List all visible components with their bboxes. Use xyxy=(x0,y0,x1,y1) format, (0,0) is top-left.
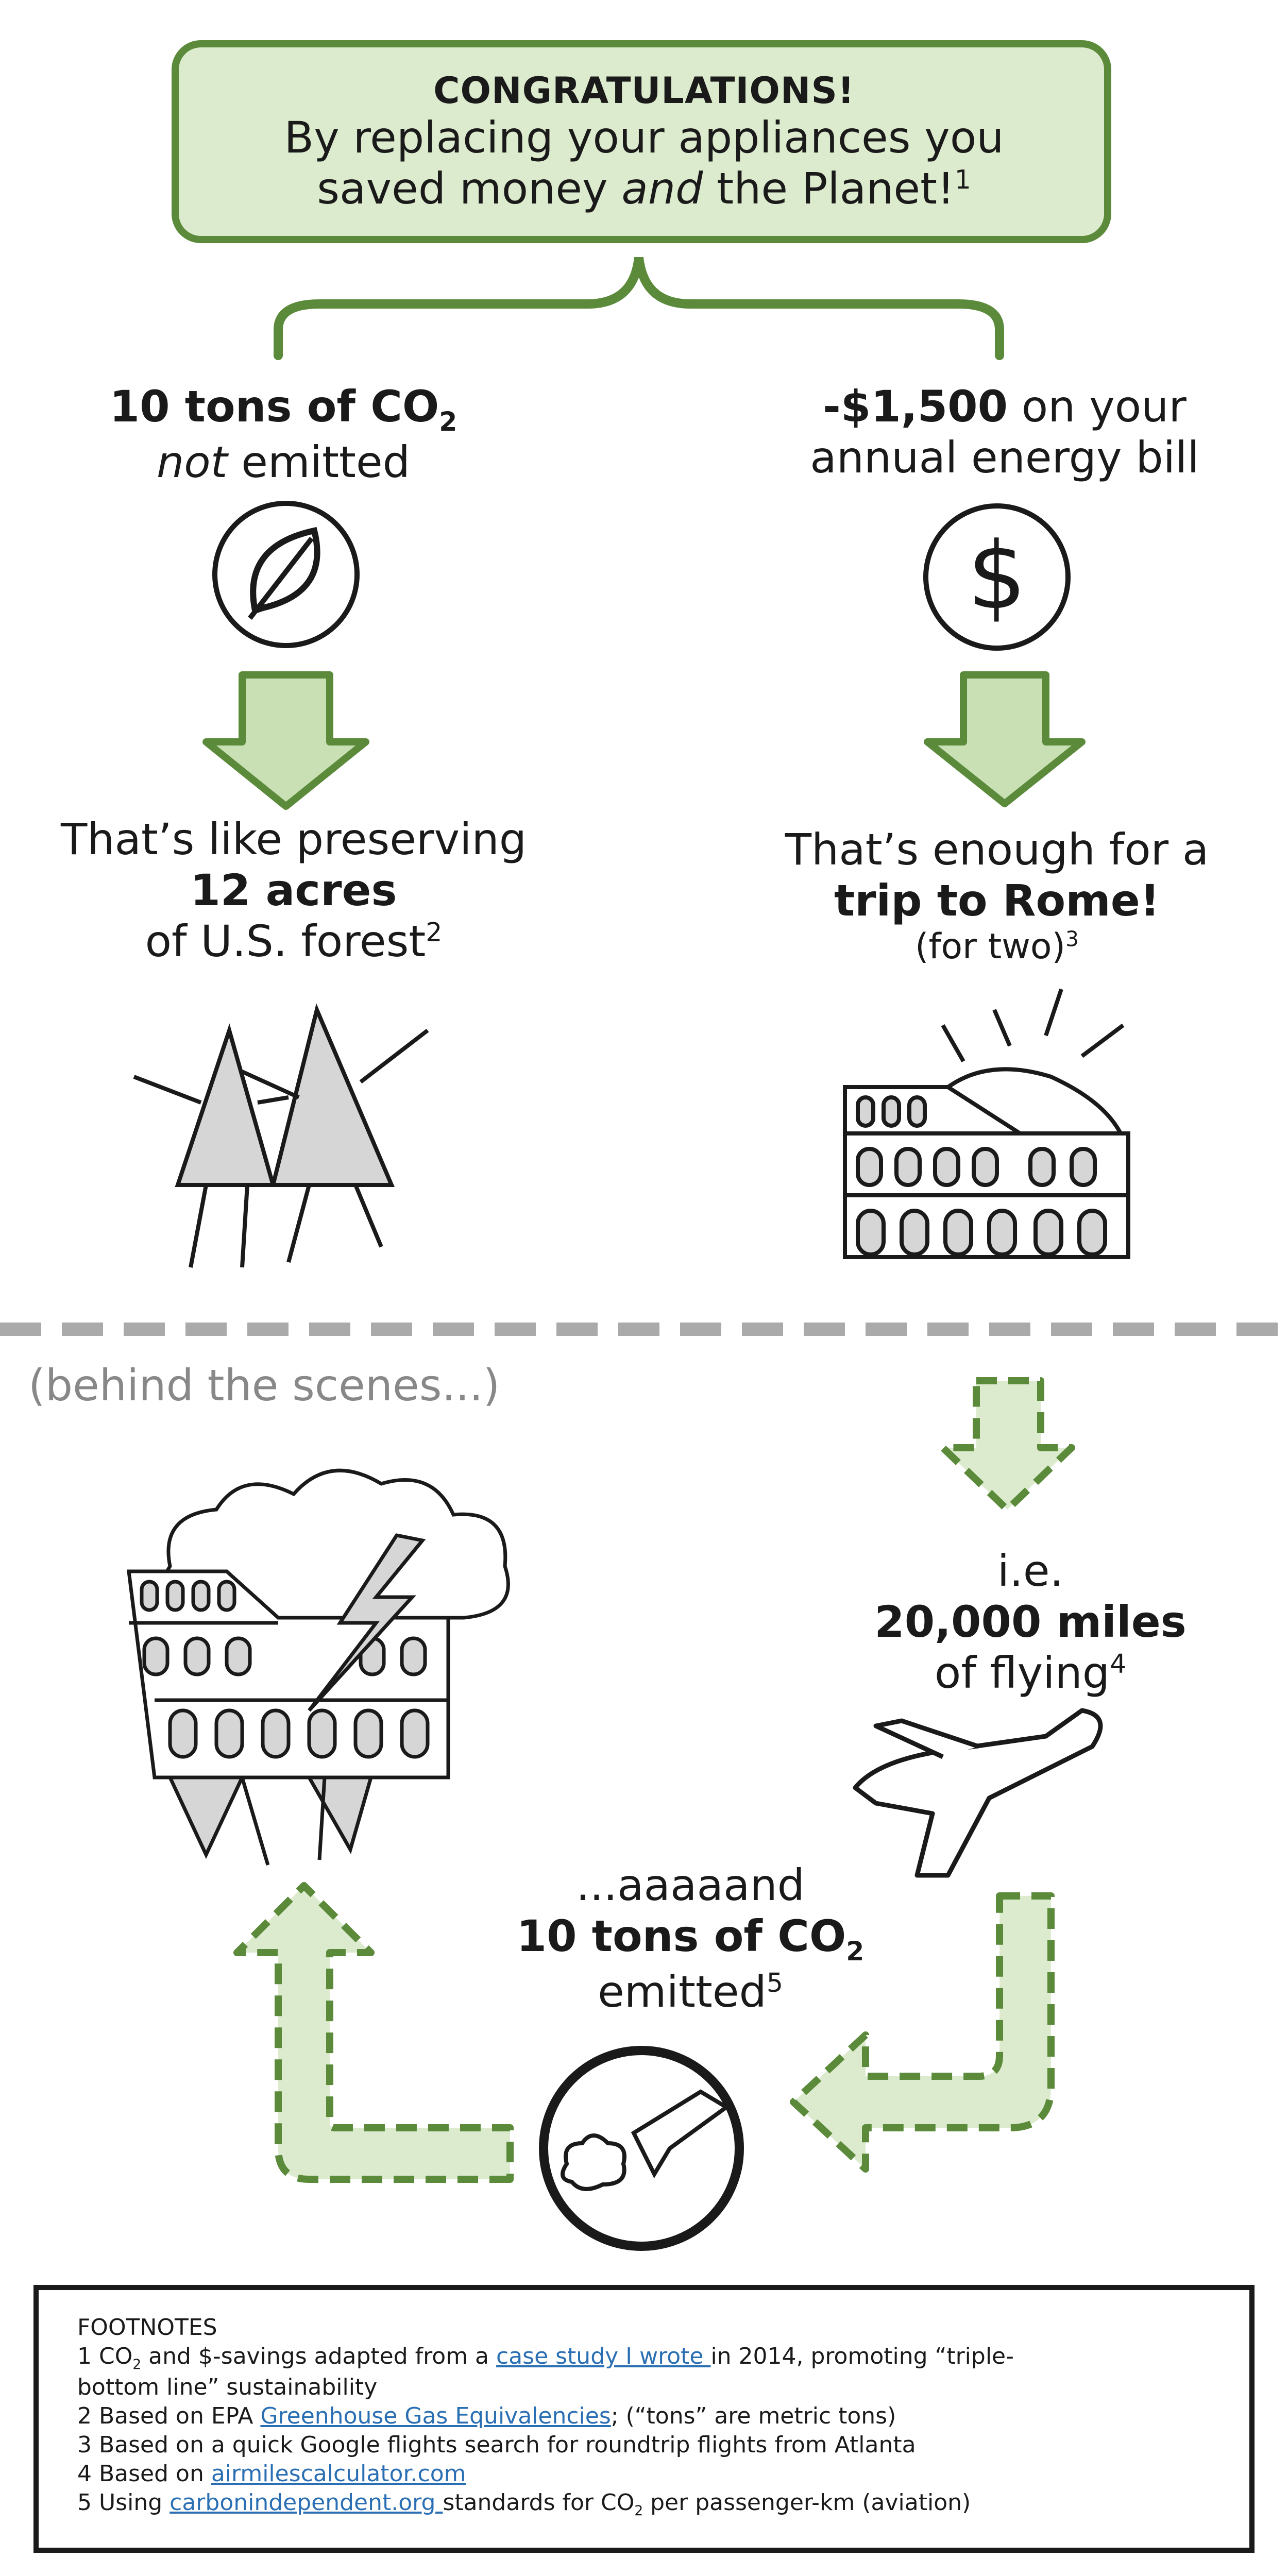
co2-emitted-word: emitted xyxy=(227,437,410,488)
footnote-ref-1: 1 xyxy=(954,164,971,195)
emit-emitted: emitted xyxy=(598,1967,767,2018)
rome-trip: trip to Rome! xyxy=(834,875,1160,926)
fn1-b: and $-savings adapted from a xyxy=(141,2343,496,2369)
footnote-2: 2 Based on EPA Greenhouse Gas Equivalenc… xyxy=(77,2402,1185,2431)
footnotes-box xyxy=(33,2285,1255,2553)
footnotes-heading: FOOTNOTES xyxy=(77,2314,217,2341)
flying-miles: 20,000 miles xyxy=(874,1597,1187,1648)
forest-effect: That’s like preserving 12 acres of U.S. … xyxy=(21,814,567,967)
emit-amount: 10 tons of CO xyxy=(516,1911,846,1962)
footnote-ref-3: 3 xyxy=(1065,926,1079,952)
fn5-b: standards for CO xyxy=(443,2489,635,2516)
congrats-line2-c: the Planet! xyxy=(703,163,955,214)
arrow-down-left xyxy=(202,671,369,810)
rome-line1: That’s enough for a xyxy=(785,824,1209,875)
fn1-a: 1 CO xyxy=(77,2343,133,2369)
brace xyxy=(274,257,1004,360)
fn2-b: ; (“tons” are metric tons) xyxy=(611,2403,896,2430)
dancing-trees-icon xyxy=(133,1003,429,1268)
congrats-line2: saved money and the Planet!1 xyxy=(227,163,1061,214)
congrats-title: CONGRATULATIONS! xyxy=(433,70,855,112)
carbonindependent-link[interactable]: carbonindependent.org xyxy=(170,2489,443,2516)
flying-line3: of flying4 xyxy=(804,1648,1257,1699)
co2-subscript: 2 xyxy=(439,406,457,437)
fn5-c: per passenger-km (aviation) xyxy=(643,2489,971,2516)
dollar-icon: $ xyxy=(923,503,1071,651)
dashed-arrow-down xyxy=(939,1377,1075,1513)
dashed-arrow-to-emit xyxy=(790,1892,1055,2173)
co2-emitted-stat: ...aaaaand 10 tons of CO2 emitted5 xyxy=(443,1860,938,2018)
money-saved-stat: -$1,500 on your annual energy bill xyxy=(721,381,1288,483)
rome-effect: That’s enough for a trip to Rome! (for t… xyxy=(711,824,1283,968)
co2-saved-line2: not emitted xyxy=(77,437,489,488)
emission-icon xyxy=(539,2046,744,2251)
flying-ie: i.e. xyxy=(997,1546,1064,1596)
footnote-1-cont: bottom line” sustainability xyxy=(77,2374,378,2401)
airplane-icon xyxy=(853,1708,1103,1878)
footnote-3: 3 Based on a quick Google flights search… xyxy=(77,2431,916,2458)
co2-not: not xyxy=(157,437,228,488)
airmilescalculator-link[interactable]: airmilescalculator.com xyxy=(211,2460,466,2487)
footnote-1: 1 CO2 and $-savings adapted from a case … xyxy=(77,2342,1185,2373)
money-saved-line2: annual energy bill xyxy=(810,432,1199,483)
congrats-line2-b: and xyxy=(621,163,703,214)
fn1-c: in 2014, promoting “triple- xyxy=(710,2343,1014,2369)
svg-text:$: $ xyxy=(968,522,1027,630)
forest-line1: That’s like preserving xyxy=(60,814,527,865)
emit-aaaand: ...aaaaand xyxy=(575,1860,805,1910)
rome-line3: (for two)3 xyxy=(711,926,1283,968)
fn2-a: 2 Based on EPA xyxy=(77,2403,261,2430)
dead-trees-icon xyxy=(167,1775,374,1866)
dashed-arrow-to-storm xyxy=(233,1882,514,2183)
emit-line3: emitted5 xyxy=(443,1967,938,2018)
fn5-a: 5 Using xyxy=(77,2489,170,2516)
money-amount: -$1,500 xyxy=(823,381,1008,432)
forest-us: of U.S. forest xyxy=(145,916,426,967)
behind-the-scenes-label: (behind the scenes...) xyxy=(28,1360,500,1411)
arrow-down-right xyxy=(924,671,1086,807)
flying-stat: i.e. 20,000 miles of flying4 xyxy=(804,1546,1257,1699)
fn1-sub: 2 xyxy=(132,2356,142,2372)
flying-of-flying: of flying xyxy=(934,1648,1110,1699)
footnote-5: 5 Using carbonindependent.org standards … xyxy=(77,2488,1185,2519)
fn4-a: 4 Based on xyxy=(77,2460,211,2487)
money-saved-line1: -$1,500 on your xyxy=(721,381,1288,432)
forest-line3: of U.S. forest2 xyxy=(21,916,567,967)
footnote-4: 4 Based on airmilescalculator.com xyxy=(77,2460,1185,2488)
footnote-ref-2: 2 xyxy=(426,917,443,948)
co2-saved-stat: 10 tons of CO2 not emitted xyxy=(77,381,489,488)
footnote-ref-4: 4 xyxy=(1110,1649,1127,1680)
co2-saved-line1: 10 tons of CO2 xyxy=(77,381,489,437)
leaf-icon xyxy=(212,501,360,648)
lightning-icon xyxy=(308,1533,426,1712)
congrats-line1: By replacing your appliances you xyxy=(284,112,1004,163)
emit-subscript: 2 xyxy=(846,1936,865,1967)
forest-acres: 12 acres xyxy=(190,865,397,916)
congrats-box xyxy=(172,40,1111,243)
footnote-ref-5: 5 xyxy=(766,1968,783,1998)
colosseum-icon xyxy=(843,988,1130,1259)
congrats-line2-a: saved money xyxy=(317,163,622,214)
case-study-link[interactable]: case study I wrote xyxy=(496,2343,711,2369)
rome-for-two: (for two) xyxy=(914,926,1066,968)
fn5-sub: 2 xyxy=(634,2502,643,2519)
congrats-header: CONGRATULATIONS! By replacing your appli… xyxy=(227,70,1061,214)
co2-saved-amount: 10 tons of CO xyxy=(109,381,439,432)
storm-colosseum-icon xyxy=(127,1468,510,1866)
money-on-your: on your xyxy=(1008,381,1187,432)
footnotes: FOOTNOTES 1 CO2 and $-savings adapted fr… xyxy=(77,2313,1185,2519)
ghg-equivalencies-link[interactable]: Greenhouse Gas Equivalencies xyxy=(260,2403,611,2430)
